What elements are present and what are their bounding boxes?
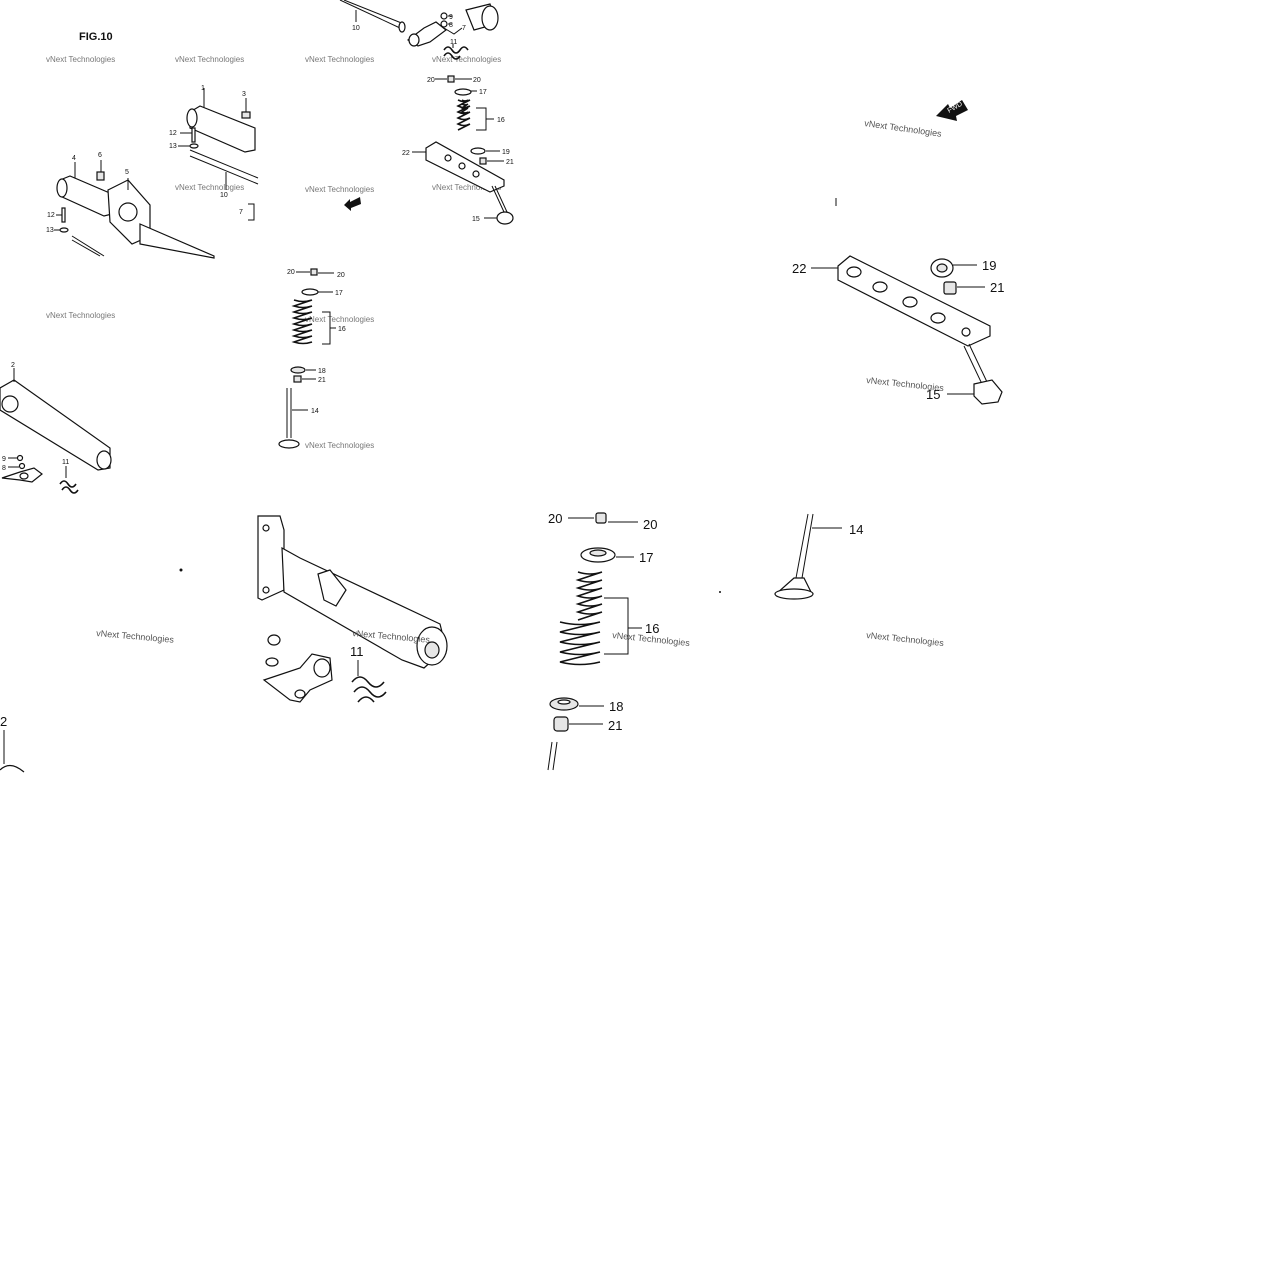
watermark: vNext Technologies (864, 118, 943, 139)
valve-part (278, 388, 300, 449)
callout-15: 15 (472, 216, 480, 223)
callout-13: 13 (169, 143, 177, 150)
watermark: vNext Technologies (866, 375, 945, 393)
callout-11: 11 (450, 39, 457, 46)
callout-9: 9 (449, 14, 453, 21)
callout-15: 15 (926, 387, 940, 402)
rocker-arm-part (406, 3, 499, 47)
callout-17: 17 (639, 550, 653, 565)
watermark: vNext Technologies (46, 55, 115, 64)
callout-12: 12 (47, 212, 55, 219)
spring-part (59, 480, 79, 494)
callout-1: 1 (201, 85, 205, 92)
callout-17: 17 (479, 89, 487, 96)
watermark: vNext Technologies (175, 55, 244, 64)
watermark: vNext Technologies (866, 630, 945, 648)
callout-20: 20 (427, 77, 435, 84)
callout-7: 7 (239, 209, 243, 216)
callout-16: 16 (497, 117, 505, 124)
callout-9: 9 (2, 456, 6, 463)
watermark: vNext Technologies (305, 55, 374, 64)
callout-20: 20 (548, 511, 562, 526)
callout-10: 10 (352, 25, 360, 32)
callout-5: 5 (125, 169, 129, 176)
fwd-arrow-icon (344, 197, 361, 211)
callout-14: 14 (311, 408, 319, 415)
figure-title: FIG.10 (79, 31, 113, 43)
valve-part (774, 513, 814, 600)
callout-8: 8 (2, 465, 6, 472)
callout-11: 11 (62, 459, 69, 466)
callout-4: 4 (72, 155, 76, 162)
spring-part (351, 676, 387, 703)
plate-detail: FWD vNext Technologies 22 19 21 15 vNext… (792, 100, 1004, 405)
callout-16: 16 (645, 621, 659, 636)
callout-6: 6 (98, 152, 102, 159)
callout-16: 16 (338, 326, 346, 333)
watermark: vNext Technologies (305, 441, 374, 450)
callout-14: 14 (849, 522, 863, 537)
callout-11: 11 (350, 644, 364, 659)
spring-part (559, 571, 603, 666)
spring-part (291, 299, 313, 345)
spring-part (443, 46, 469, 60)
watermark: vNext Technologies (432, 55, 501, 64)
callout-21: 21 (608, 718, 622, 733)
camshaft-detail: vNext Technologies vNext Technologies 11… (0, 515, 448, 773)
callout-13: 13 (46, 227, 54, 234)
callout-20: 20 (337, 272, 345, 279)
callout-3: 3 (242, 91, 246, 98)
callout-19: 19 (982, 258, 996, 273)
callout-21: 21 (318, 377, 326, 384)
callout-19: 19 (502, 149, 510, 156)
callout-7: 7 (462, 25, 466, 32)
callout-20: 20 (287, 269, 295, 276)
callout-20: 20 (473, 77, 481, 84)
camshaft-part (56, 175, 215, 259)
valve-guide-plate-part (837, 255, 991, 347)
watermark: vNext Technologies (96, 628, 175, 645)
watermark: vNext Technologies (305, 315, 374, 324)
callout-2: 2 (11, 362, 15, 369)
callout-12: 12 (169, 130, 177, 137)
valve-detail: 14 vNext Technologies (774, 513, 945, 648)
camshaft-part (0, 379, 112, 471)
callout-18: 18 (318, 368, 326, 375)
callout-21: 21 (506, 159, 514, 166)
watermark: vNext Technologies (305, 185, 374, 194)
spring-part (456, 99, 471, 131)
watermark: vNext Technologies (175, 183, 244, 192)
callout-22: 22 (792, 261, 806, 276)
valve-guide-plate-part (425, 141, 505, 193)
watermark: vNext Technologies (432, 183, 501, 192)
callout-17: 17 (335, 290, 343, 297)
callout-18: 18 (609, 699, 623, 714)
callout-8: 8 (449, 22, 453, 29)
callout-22: 22 (402, 150, 410, 157)
valve-part (963, 343, 1003, 405)
callout-2: 2 (0, 714, 7, 729)
fwd-arrow-icon: FWD (936, 100, 968, 121)
rocker-arm-part (262, 653, 333, 703)
callout-21: 21 (990, 280, 1004, 295)
watermark: vNext Technologies (46, 311, 115, 320)
callout-10: 10 (220, 192, 228, 199)
camshaft-part (186, 88, 256, 153)
callout-20: 20 (643, 517, 657, 532)
bolt-part (241, 111, 251, 119)
valve-spring-detail: 20 20 17 16 vNext Technologies 18 21 (547, 511, 721, 771)
overview-tile: FIG.10 vNext Technologies vNext Technolo… (0, 0, 514, 494)
